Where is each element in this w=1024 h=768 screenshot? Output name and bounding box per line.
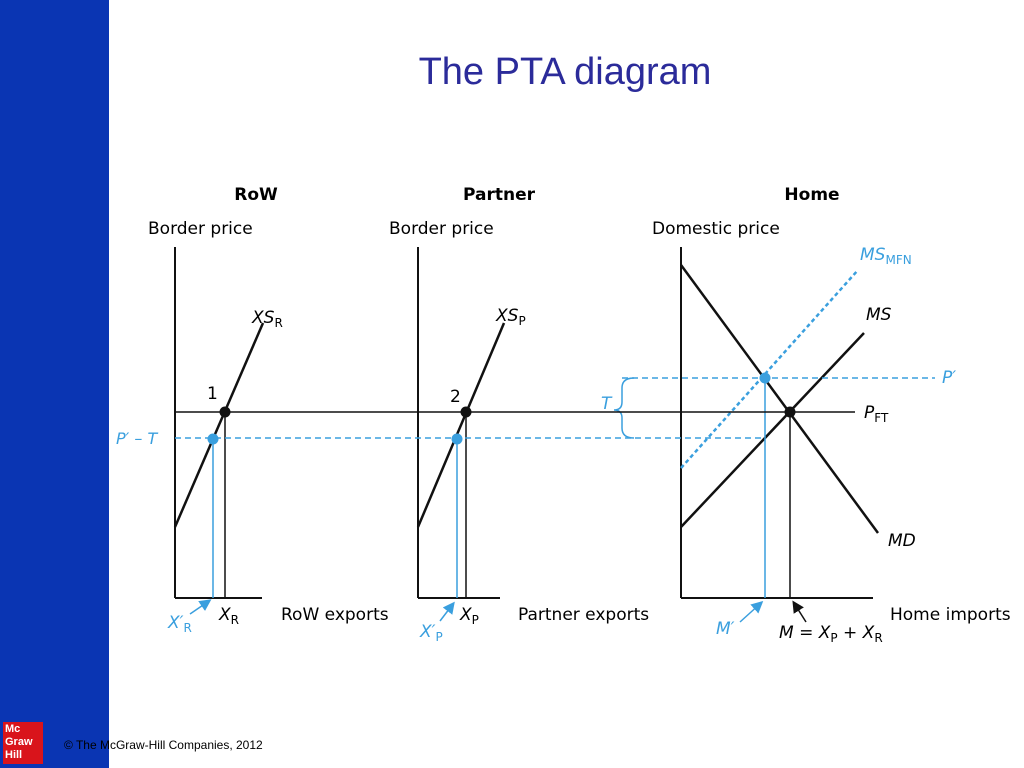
row-panel: RoW Border price RoW exports XSR 1 P′ – … <box>116 185 389 635</box>
row-xr-label: XR <box>218 605 239 627</box>
home-m-arrow <box>792 600 807 623</box>
partner-xp-label: XP <box>459 605 479 627</box>
logo-line-2: Graw <box>5 736 33 748</box>
partner-panel: Partner Border price Partner exports XSP… <box>389 185 649 644</box>
sidebar-band <box>0 0 109 768</box>
partner-pta-point <box>451 433 463 445</box>
home-ms-mfn-curve <box>680 269 859 469</box>
home-x-axis-label: Home imports <box>890 605 1011 625</box>
home-pft-label: PFT <box>864 403 889 425</box>
row-point-label: 1 <box>207 384 218 404</box>
home-pta-point <box>759 372 771 384</box>
row-xr-prime-arrow <box>189 599 212 615</box>
home-ms-label: MS <box>866 305 892 325</box>
row-xs-curve <box>173 322 265 528</box>
partner-equilibrium-point <box>460 406 472 418</box>
home-m-prime-label: M′ <box>716 619 735 639</box>
mcgraw-hill-logo: Mc Graw Hill <box>3 722 43 764</box>
partner-point-label: 2 <box>450 387 461 407</box>
home-ft-equilibrium-point <box>784 406 796 418</box>
partner-xp-prime-label: X′P <box>419 622 443 644</box>
row-y-axis-label: Border price <box>148 219 253 239</box>
tariff-bracket <box>613 377 635 439</box>
home-m-prime-arrow <box>739 600 764 623</box>
row-equilibrium-point <box>219 406 231 418</box>
row-x-axis-label: RoW exports <box>281 605 389 625</box>
logo-line-3: Hill <box>5 749 23 761</box>
home-ms-mfn-label: MSMFN <box>860 245 912 267</box>
row-price-label: P′ – T <box>116 429 158 448</box>
home-y-axis-label: Domestic price <box>652 219 780 239</box>
home-p-prime-label: P′ <box>942 368 956 388</box>
home-m-equation: M = XP + XR <box>779 623 883 645</box>
tariff-label: T <box>601 394 613 414</box>
partner-xs-label: XSP <box>495 306 526 328</box>
partner-header: Partner <box>463 185 536 205</box>
logo-line-1: Mc <box>5 723 21 735</box>
home-md-curve <box>679 264 880 534</box>
partner-y-axis-label: Border price <box>389 219 494 239</box>
home-ms-curve <box>680 332 865 528</box>
row-header: RoW <box>234 185 278 205</box>
home-header: Home <box>784 185 839 205</box>
home-panel: Home Domestic price Home imports MD MS M… <box>601 185 1011 645</box>
row-xr-prime-label: X′R <box>167 613 192 635</box>
partner-xs-curve <box>416 322 506 528</box>
copyright-notice: © The McGraw-Hill Companies, 2012 <box>64 738 263 752</box>
partner-x-axis-label: Partner exports <box>518 605 649 625</box>
row-pta-point <box>207 433 219 445</box>
row-xs-label: XSR <box>251 308 283 330</box>
partner-xp-prime-arrow <box>439 601 455 622</box>
slide-title: The PTA diagram <box>418 51 712 93</box>
home-md-label: MD <box>888 531 916 551</box>
